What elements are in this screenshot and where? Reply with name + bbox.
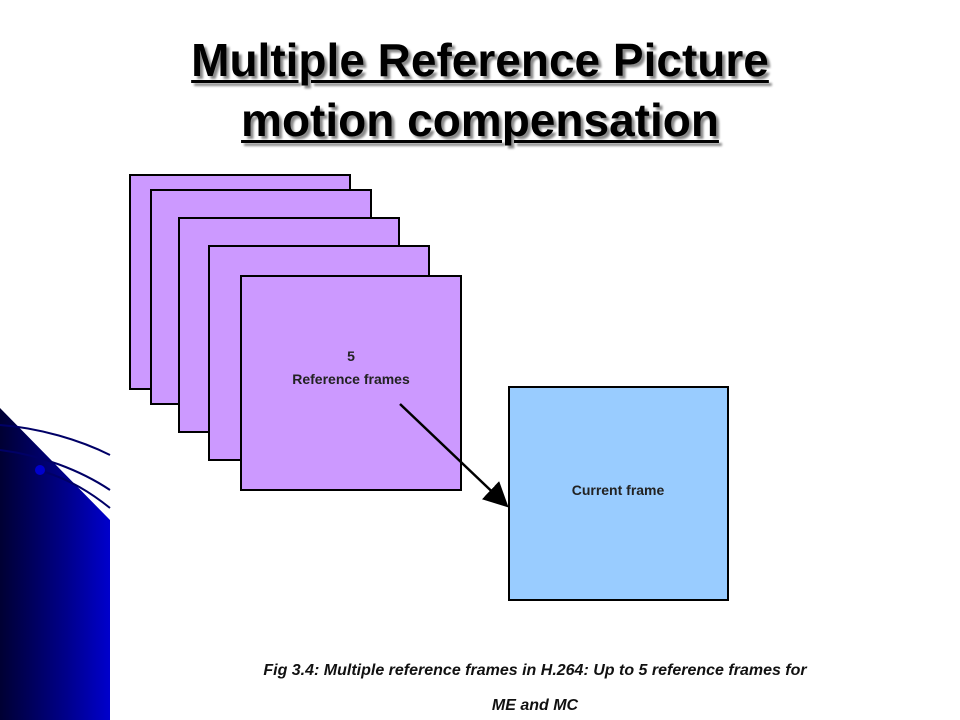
current-frame-label: Current frame xyxy=(572,482,665,498)
figure-caption-line-2: ME and MC xyxy=(491,697,579,714)
slide-title: Multiple Reference Picture motion compen… xyxy=(0,30,960,150)
bullet-dot-icon xyxy=(35,465,45,475)
current-frame xyxy=(508,386,729,601)
reference-count-label: 5 xyxy=(347,348,355,364)
title-line-1: Multiple Reference Picture xyxy=(191,34,769,86)
reference-frames-label: Reference frames xyxy=(292,371,410,387)
motion-vector-arrow xyxy=(399,403,509,508)
title-line-2: motion compensation xyxy=(241,94,719,146)
figure-caption-line-1: Fig 3.4: Multiple reference frames in H.… xyxy=(263,662,807,679)
reference-frame-5 xyxy=(240,275,462,491)
